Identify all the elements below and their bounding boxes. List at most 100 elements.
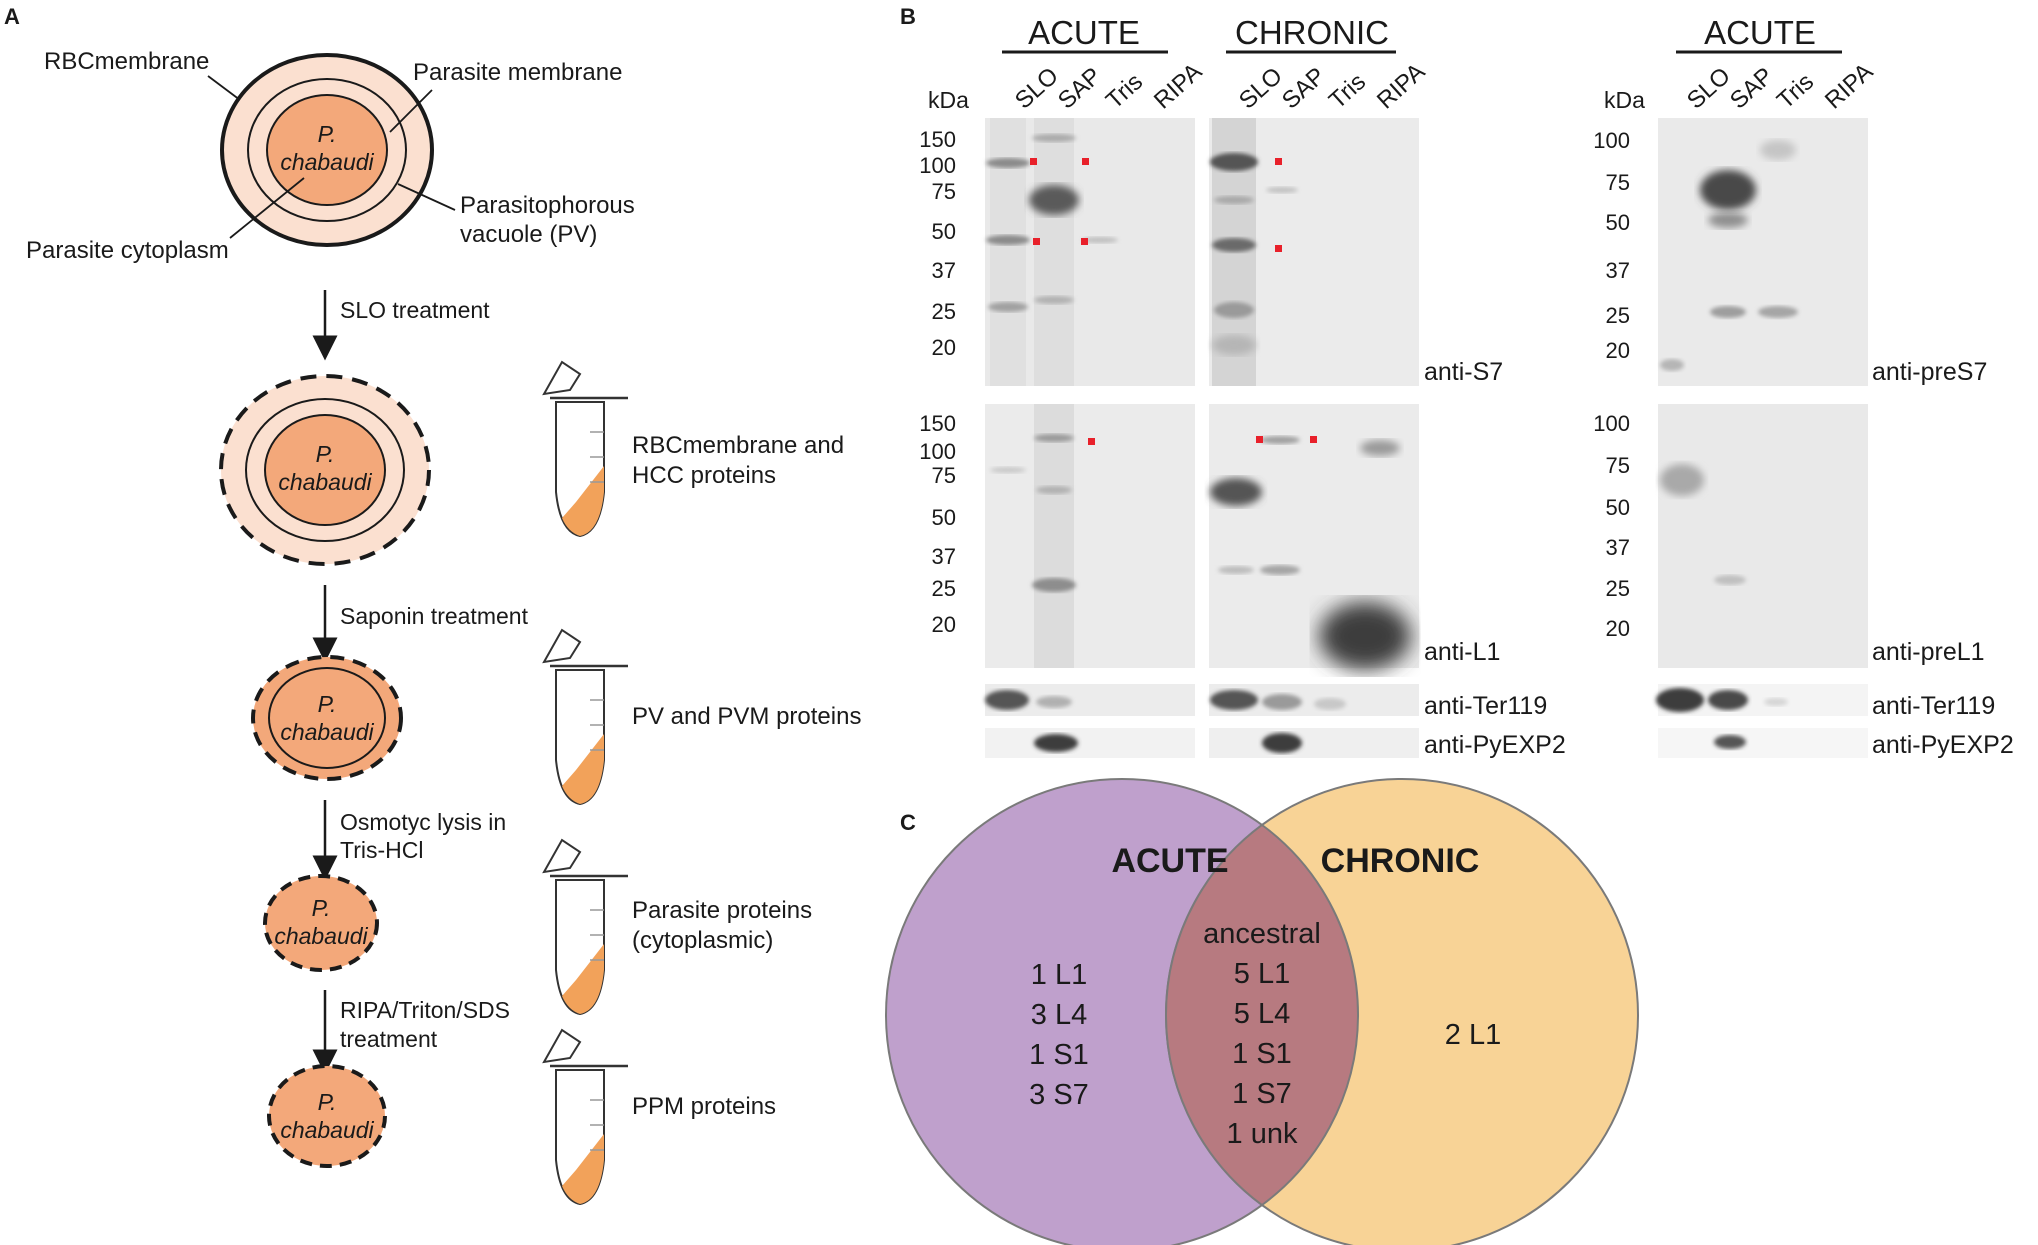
antibody-s7: anti-S7	[1424, 358, 1503, 386]
blot-acute-pyexp2	[985, 728, 1195, 758]
ladder-tick: 50	[932, 219, 956, 244]
tube-icon	[542, 1028, 630, 1206]
blot-acute-l1	[985, 404, 1195, 668]
cytoplasm-label: Parasite cytoplasm	[26, 237, 229, 264]
red-marker	[1310, 436, 1317, 443]
red-marker	[1275, 245, 1282, 252]
venn-shared-item: 5 L1	[1234, 958, 1290, 990]
venn-overlap	[1165, 823, 1359, 1207]
ladder-tick: 25	[932, 299, 956, 324]
parasite-label-line1: P.	[318, 691, 337, 717]
lane-label-sap: SAP	[1053, 62, 1107, 114]
ladder-tick: 20	[1606, 616, 1630, 641]
tube-icon	[542, 838, 630, 1016]
ladder-tick: 50	[932, 505, 956, 530]
red-marker	[1030, 158, 1037, 165]
venn-shared-item: 1 S7	[1232, 1078, 1292, 1110]
ladder-right-top: 100 75 50 37 25 20	[1593, 128, 1630, 363]
ladder-tick: 75	[932, 463, 956, 488]
cytoplasm-leader	[229, 177, 305, 239]
rbc-membrane-leader	[207, 75, 241, 101]
blot-right-ter119	[1656, 684, 1868, 716]
ladder-tick: 37	[932, 544, 956, 569]
after-saponin-cell: P. chabaudi	[251, 655, 403, 781]
infected-rbc: P. chabaudi	[220, 53, 434, 247]
lane-label-ripa: RIPA	[1149, 58, 1207, 114]
lane-label-tris: Tris	[1772, 68, 1819, 114]
ladder-tick: 100	[919, 439, 956, 464]
ladder-tick: 37	[1606, 535, 1630, 560]
blot-chronic-pyexp2	[1209, 728, 1419, 758]
ladder-tick: 75	[1606, 170, 1630, 195]
lane-label-slo: SLO	[1682, 62, 1736, 114]
parasite-label-line1: P.	[312, 895, 331, 921]
header-chronic: CHRONIC	[1235, 14, 1389, 51]
tube-icon	[542, 360, 630, 538]
blot-acute-ter119	[985, 684, 1195, 716]
fraction-2: PV and PVM proteins	[632, 703, 861, 730]
parasite-label-line2: chabaudi	[280, 1117, 374, 1143]
blot-chronic-s7	[1209, 118, 1419, 386]
venn-chronic-title: CHRONIC	[1321, 842, 1480, 880]
ladder-tick: 75	[932, 179, 956, 204]
lane-label-slo: SLO	[1234, 62, 1288, 114]
blot-chronic-ter119	[1209, 684, 1419, 716]
ladder-tick: 37	[1606, 258, 1630, 283]
pv-label-line1: Parasitophorous	[460, 192, 635, 219]
panel-a: A P. chabaudi RBCmembrane Parasite membr…	[4, 4, 861, 1206]
lane-label-tris: Tris	[1101, 68, 1148, 114]
step-ripa-line1: RIPA/Triton/SDS	[340, 997, 510, 1023]
parasite-label-line1: P.	[318, 1089, 337, 1115]
red-marker	[1275, 158, 1282, 165]
ladder-tick: 50	[1606, 495, 1630, 520]
blot-right-prel1	[1658, 404, 1868, 668]
antibody-ter119: anti-Ter119	[1424, 692, 1547, 720]
fraction-1-line1: RBCmembrane and	[632, 432, 844, 459]
antibody-prel1: anti-preL1	[1872, 638, 1985, 666]
pv-label-line2: vacuole (PV)	[460, 221, 597, 248]
venn-acute-item: 3 L4	[1031, 999, 1087, 1031]
header-acute-left: ACUTE	[1028, 14, 1140, 51]
ladder-tick: 20	[1606, 338, 1630, 363]
red-marker	[1256, 436, 1263, 443]
antibody-l1: anti-L1	[1424, 638, 1500, 666]
ladder-tick: 100	[1593, 411, 1630, 436]
ladder-tick: 25	[932, 576, 956, 601]
after-osmotic-cell: P. chabaudi	[263, 874, 379, 972]
kda-label: kDa	[1604, 87, 1645, 113]
rbc-membrane-label: RBCmembrane	[44, 48, 209, 75]
venn-acute-only: 1 L1 3 L4 1 S1 3 S7	[1029, 959, 1089, 1111]
lane-label-ripa: RIPA	[1372, 58, 1430, 114]
kda-label: kDa	[928, 87, 969, 113]
ladder-left-top: 150 100 75 50 37 25 20	[919, 127, 956, 360]
after-slo-cell: P. chabaudi	[219, 374, 431, 566]
blot-chronic-l1	[1209, 404, 1419, 670]
venn-shared-item: 1 S1	[1232, 1038, 1292, 1070]
ladder-tick: 37	[932, 258, 956, 283]
ladder-tick: 150	[919, 411, 956, 436]
step-ripa-line2: treatment	[340, 1026, 438, 1052]
red-marker	[1033, 238, 1040, 245]
lane-label-slo: SLO	[1010, 62, 1064, 114]
step-slo-label: SLO treatment	[340, 297, 490, 323]
ladder-right-bottom: 100 75 50 37 25 20	[1593, 411, 1630, 641]
blot-right-pres7	[1658, 118, 1868, 386]
lane-label-ripa: RIPA	[1820, 58, 1878, 114]
fraction-4: PPM proteins	[632, 1093, 776, 1120]
ladder-left-bottom: 150 100 75 50 37 25 20	[919, 411, 956, 637]
lane-labels-chronic: SLO SAP Tris RIPA	[1234, 58, 1430, 114]
venn-acute-item: 1 L1	[1031, 959, 1087, 991]
antibody-ter119: anti-Ter119	[1872, 692, 1995, 720]
lane-label-sap: SAP	[1277, 62, 1331, 114]
blot-right-pyexp2	[1658, 728, 1868, 758]
red-marker	[1081, 238, 1088, 245]
lane-label-tris: Tris	[1324, 68, 1371, 114]
fraction-3-line1: Parasite proteins	[632, 897, 812, 924]
fraction-1-line2: HCC proteins	[632, 462, 776, 489]
ladder-tick: 50	[1606, 210, 1630, 235]
red-marker	[1088, 438, 1095, 445]
panel-c-letter: C	[900, 810, 916, 835]
ladder-tick: 100	[1593, 128, 1630, 153]
antibody-pyexp2: anti-PyEXP2	[1872, 731, 2014, 759]
venn-shared-item: 5 L4	[1234, 998, 1290, 1030]
